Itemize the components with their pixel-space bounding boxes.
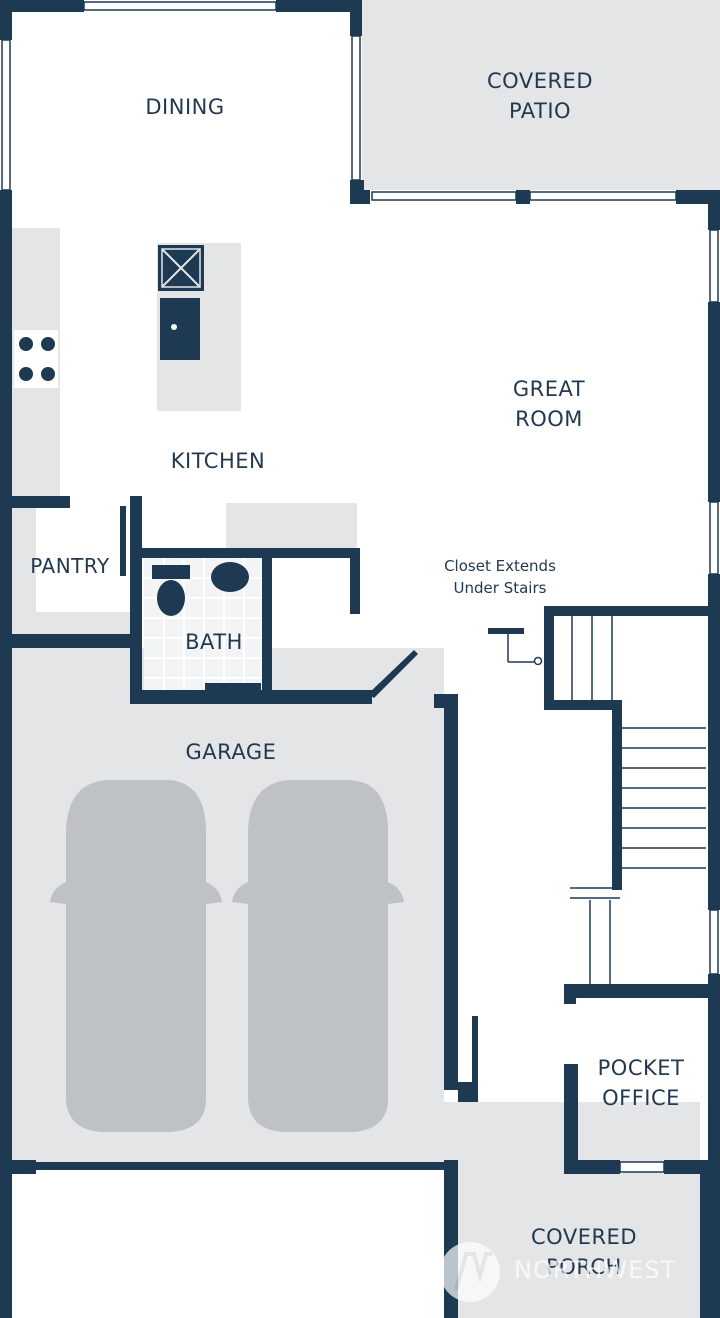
pantry-shelves bbox=[12, 508, 130, 634]
kitchen-fixtures bbox=[14, 245, 204, 388]
car-right-icon bbox=[232, 780, 404, 1132]
staircase bbox=[507, 612, 706, 988]
bath-fixtures bbox=[152, 562, 249, 616]
kitchen-counter-back bbox=[226, 503, 357, 549]
cooktop-icon bbox=[14, 330, 58, 388]
dishwasher-icon bbox=[158, 245, 204, 291]
windows bbox=[1, 1, 719, 1173]
bath-sink-icon bbox=[211, 562, 249, 592]
car-left-icon bbox=[50, 780, 222, 1132]
toilet-bowl-icon bbox=[157, 580, 185, 616]
covered-patio-area bbox=[362, 0, 720, 190]
garage-cars bbox=[50, 780, 404, 1132]
toilet-tank-icon bbox=[152, 565, 190, 579]
sink-icon bbox=[160, 298, 200, 360]
nwmls-logo-icon bbox=[440, 1242, 500, 1302]
